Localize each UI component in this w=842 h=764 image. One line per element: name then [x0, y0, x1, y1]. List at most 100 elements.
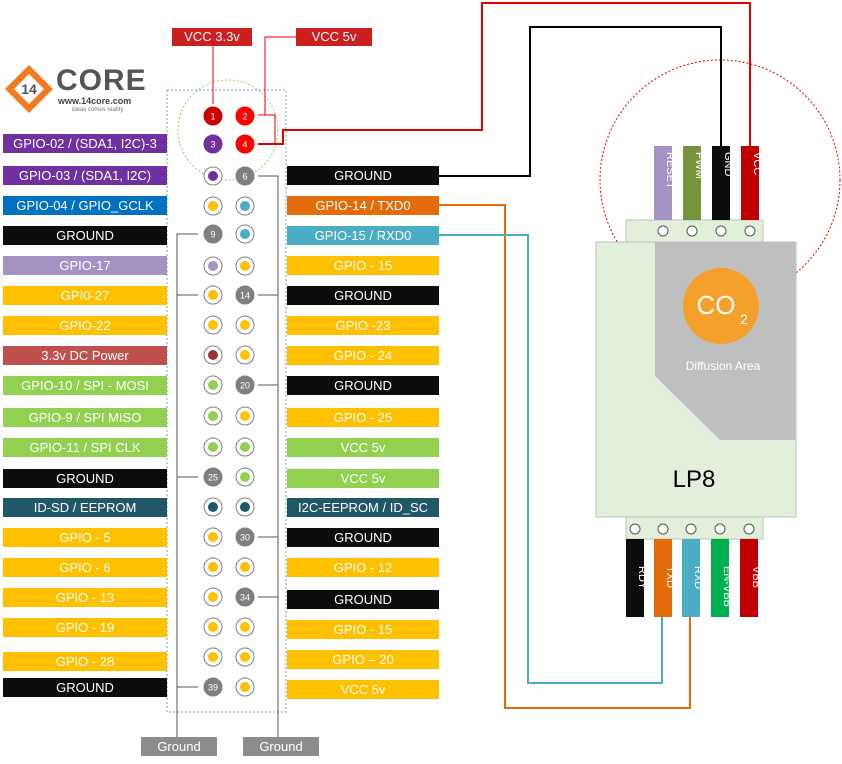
pin-dot-odd-2: [208, 171, 218, 181]
left-label-10: GPIO-11 / SPI CLK: [3, 438, 167, 457]
bottom_pins-text-3: EN-VBB: [721, 566, 733, 607]
top_pins-hole-1: [686, 225, 698, 237]
bottom_pins-hole-0: [629, 523, 641, 535]
pin-even-1: [234, 133, 256, 155]
pin-dot-even-4: [240, 229, 250, 239]
pin-odd-19: [202, 676, 224, 698]
pin-dot-odd-9: [208, 380, 218, 390]
left-label-0: GPIO-02 / (SDA1, I2C)-3: [3, 134, 167, 153]
top_pins-bar-0: [654, 146, 672, 220]
top_pins-text-0: RESET: [664, 152, 676, 189]
top_pins-hole-2: [715, 225, 727, 237]
rxd-wire: [439, 234, 663, 684]
left-label-2: GPIO-04 / GPIO_GCLK: [3, 196, 167, 215]
pin-dot-even-13: [240, 502, 250, 512]
bottom_pins-text-0: RDY: [636, 566, 648, 590]
co2-label: CO: [697, 290, 736, 320]
right-label-9: VCC 5v: [287, 438, 439, 457]
right-label-11: I2C-EEPROM / ID_SC: [287, 498, 439, 517]
left-label-17: GPIO - 28: [3, 652, 167, 671]
left-label-6: GPIO-22: [3, 316, 167, 335]
pin-dot-odd-6: [208, 290, 218, 300]
bottom_pins-bar-0: [626, 539, 644, 617]
pin-dot-even-8: [240, 350, 250, 360]
pin-dot-odd-3: [208, 201, 218, 211]
pin-dot-odd-16: [208, 592, 218, 602]
vcc5-leader: [258, 36, 296, 116]
vcc33-label: VCC 3.3v: [172, 28, 252, 46]
left-label-13: GPIO - 5: [3, 528, 167, 547]
right-label-14: GROUND: [287, 590, 439, 609]
right-label-5: GPIO -23: [287, 316, 439, 335]
left-label-8: GPIO-10 / SPI - MOSI: [3, 376, 167, 395]
vcc5-bridge: [258, 114, 276, 145]
right-label-0: GROUND: [287, 166, 439, 185]
pin-dot-odd-17: [208, 622, 218, 632]
vcc5-label: VCC 5v: [296, 28, 372, 46]
pin-dot-even-17: [240, 622, 250, 632]
left-label-5: GPI0-27: [3, 286, 167, 305]
pin-number-odd-12: 25: [208, 473, 218, 483]
pin-even-9: [234, 374, 256, 396]
bottom_pins-hole-3: [714, 523, 726, 535]
logo-name: CORE: [56, 64, 147, 97]
pin-number-even-0: 2: [242, 112, 247, 122]
left-label-4: GPIO-17: [3, 256, 167, 275]
pin-dot-odd-5: [208, 261, 218, 271]
pin-dot-odd-15: [208, 562, 218, 572]
top_pins-text-3: VCC: [751, 152, 763, 175]
bottom_pins-bar-1: [654, 539, 672, 617]
logo: 14 CORE www.14core.com ideas comes reali…: [2, 62, 162, 116]
logo-tagline: ideas comes reality: [72, 107, 124, 113]
pin-dot-odd-18: [208, 652, 218, 662]
pin-odd-4: [202, 223, 224, 245]
left-label-16: GPIO - 19: [3, 618, 167, 637]
pin-number-even-6: 14: [240, 291, 250, 301]
pin-dot-even-10: [240, 411, 250, 421]
diffusion-label: Diffusion Area: [686, 359, 761, 373]
right-label-6: GPIO - 24: [287, 346, 439, 365]
pin-number-odd-1: 3: [210, 140, 215, 150]
left-label-1: GPIO-03 / (SDA1, I2C): [3, 166, 167, 185]
top_pins-bar-3: [741, 146, 759, 220]
vcc-wire: [258, 2, 751, 148]
ground-box-right: Ground: [243, 737, 319, 756]
left-label-15: GPIO - 13: [3, 588, 167, 607]
pin-odd-1: [202, 133, 224, 155]
bottom_pins-hole-4: [743, 523, 755, 535]
ground-bus-left: [176, 233, 198, 737]
right-label-3: GPIO - 15: [287, 256, 439, 275]
right-label-2: GPIO-15 / RXD0: [287, 226, 439, 245]
bottom_pins-hole-2: [685, 523, 697, 535]
right-label-13: GPIO - 12: [287, 558, 439, 577]
pin-dot-even-15: [240, 562, 250, 572]
logo-icon: 14: [5, 65, 53, 113]
left-label-9: GPIO-9 / SPI MISO: [3, 408, 167, 427]
pin-odd-12: [202, 466, 224, 488]
power-pins-highlight: [177, 79, 279, 181]
gpio-header-outline: [166, 89, 287, 713]
pin-dot-even-3: [240, 201, 250, 211]
bottom_pins-bar-4: [740, 539, 758, 617]
right-label-1: GPIO-14 / TXD0: [287, 196, 439, 215]
pin-even-0: [234, 105, 256, 127]
top_pins-bar-1: [683, 146, 701, 220]
pin-dot-even-5: [240, 261, 250, 271]
right-label-12: GROUND: [287, 528, 439, 547]
co2-subscript: 2: [740, 311, 748, 327]
top_pins-hole-3: [744, 225, 756, 237]
sensor-name: LP8: [673, 466, 716, 493]
bottom_pins-bar-3: [711, 539, 729, 617]
right-label-17: VCC 5v: [287, 680, 439, 699]
pin-dot-odd-7: [208, 320, 218, 330]
pin-dot-even-18: [240, 652, 250, 662]
pin-number-odd-0: 1: [210, 112, 215, 122]
right-label-8: GPIO - 25: [287, 408, 439, 427]
right-label-15: GPIO - 15: [287, 620, 439, 639]
txd-wire: [439, 204, 691, 709]
pin-number-even-1: 4: [242, 140, 247, 150]
pin-dot-even-11: [240, 442, 250, 452]
left-label-3: GROUND: [3, 226, 167, 245]
